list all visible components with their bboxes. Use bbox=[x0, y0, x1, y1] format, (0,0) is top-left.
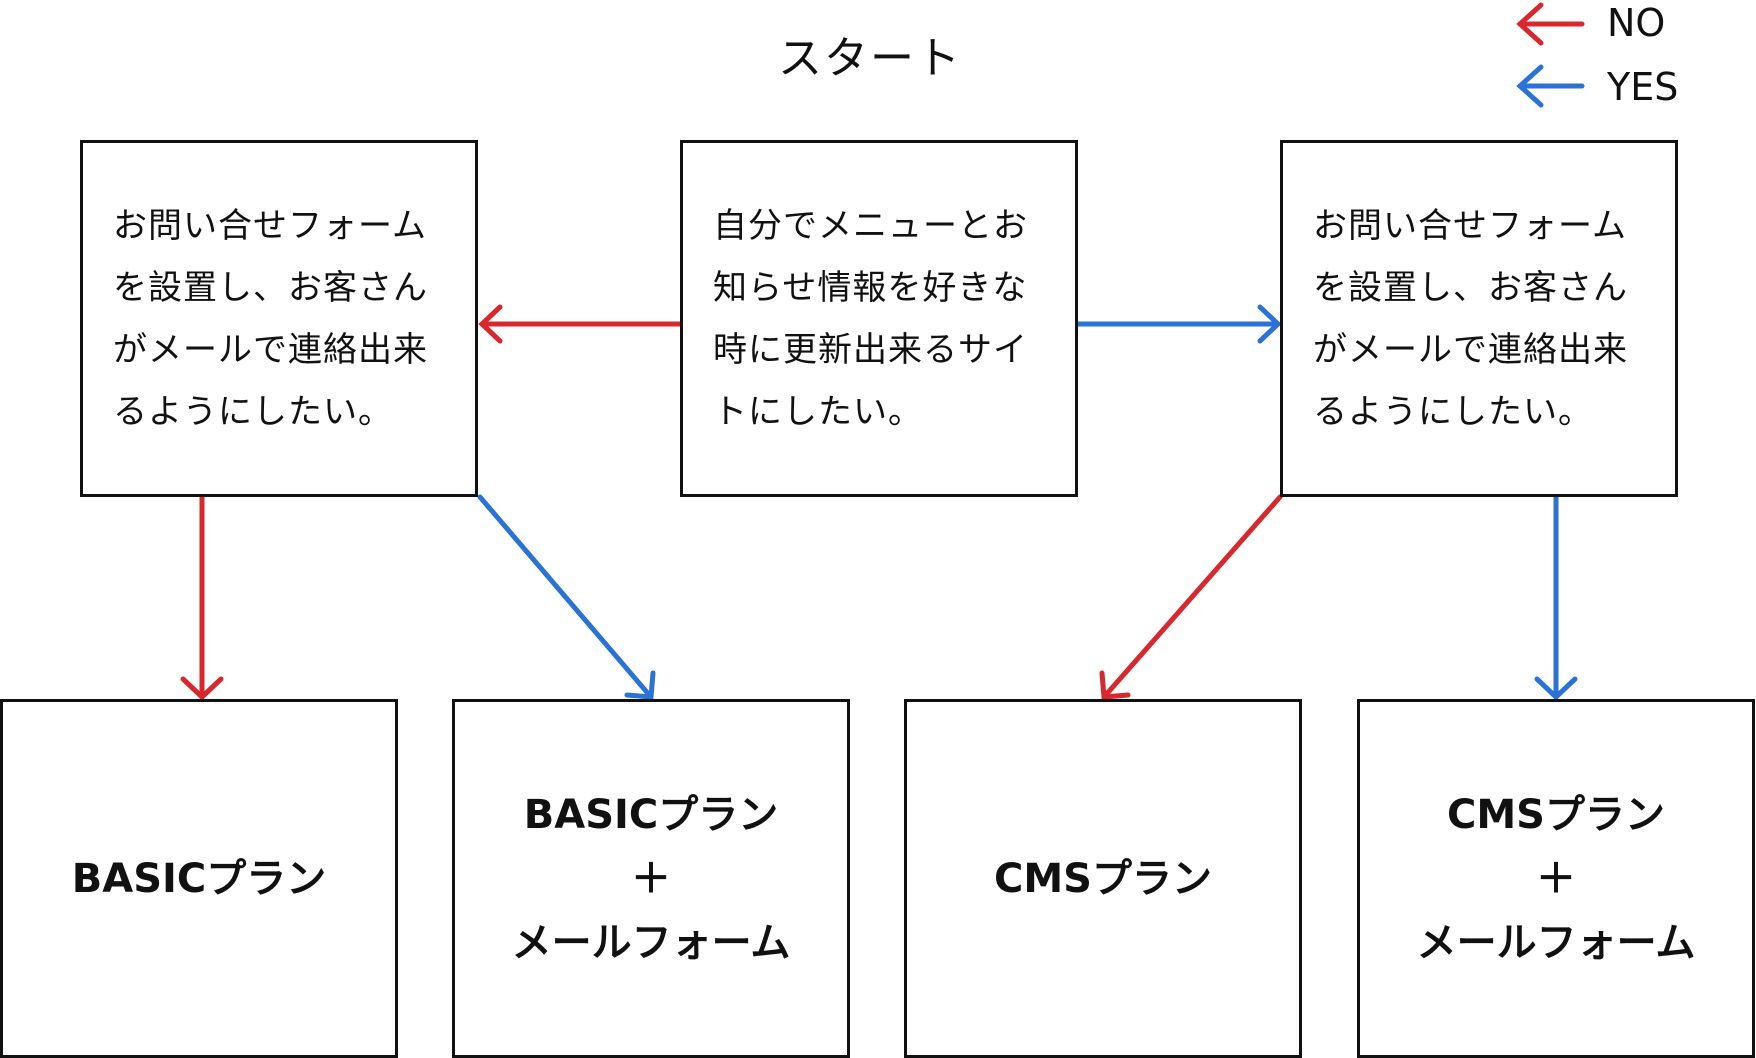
arrow-yes-center-to-right bbox=[1075, 304, 1282, 344]
plan-label: BASICプラン bbox=[523, 791, 779, 838]
arrow-no-left-to-basic bbox=[180, 494, 224, 701]
plan-box-cms-mailform: CMSプラン ＋ メールフォーム bbox=[1357, 699, 1755, 1058]
question-box-left: お問い合せフォームを設置し、お客さんがメールで連絡出来るようにしたい。 bbox=[80, 140, 478, 497]
plan-label: CMSプラン bbox=[1447, 791, 1665, 838]
plan-addon-label: メールフォーム bbox=[511, 919, 791, 966]
question-center-text: 自分でメニューとお知らせ情報を好きな時に更新出来るサイトにしたい。 bbox=[713, 206, 1028, 432]
legend-no-label: NO bbox=[1607, 1, 1666, 45]
plan-box-basic: BASICプラン bbox=[0, 699, 398, 1058]
plan-plus-sign: ＋ bbox=[1536, 855, 1576, 902]
arrow-yes-right-to-cms-mail bbox=[1534, 494, 1578, 701]
plan-box-cms: CMSプラン bbox=[904, 699, 1302, 1058]
question-box-right: お問い合せフォームを設置し、お客さんがメールで連絡出来るようにしたい。 bbox=[1280, 140, 1678, 497]
plan-box-basic-mailform: BASICプラン ＋ メールフォーム bbox=[452, 699, 850, 1058]
legend-no-arrow-icon bbox=[1516, 2, 1585, 46]
question-right-text: お問い合せフォームを設置し、お客さんがメールで連絡出来るようにしたい。 bbox=[1313, 206, 1628, 432]
arrow-no-center-to-left bbox=[478, 304, 683, 344]
plan-label: BASICプラン bbox=[71, 855, 327, 902]
plan-label: CMSプラン bbox=[994, 855, 1212, 902]
question-left-text: お問い合せフォームを設置し、お客さんがメールで連絡出来るようにしたい。 bbox=[113, 206, 428, 432]
plan-plus-sign: ＋ bbox=[631, 855, 671, 902]
plan-addon-label: メールフォーム bbox=[1416, 919, 1696, 966]
question-box-center: 自分でメニューとお知らせ情報を好きな時に更新出来るサイトにしたい。 bbox=[680, 140, 1078, 497]
legend-yes-label: YES bbox=[1607, 65, 1679, 109]
start-title: スタート bbox=[778, 33, 962, 84]
arrow-yes-left-to-basic-mail bbox=[477, 494, 656, 700]
legend-yes-arrow-icon bbox=[1516, 64, 1585, 108]
arrow-no-right-to-cms bbox=[1099, 494, 1283, 700]
